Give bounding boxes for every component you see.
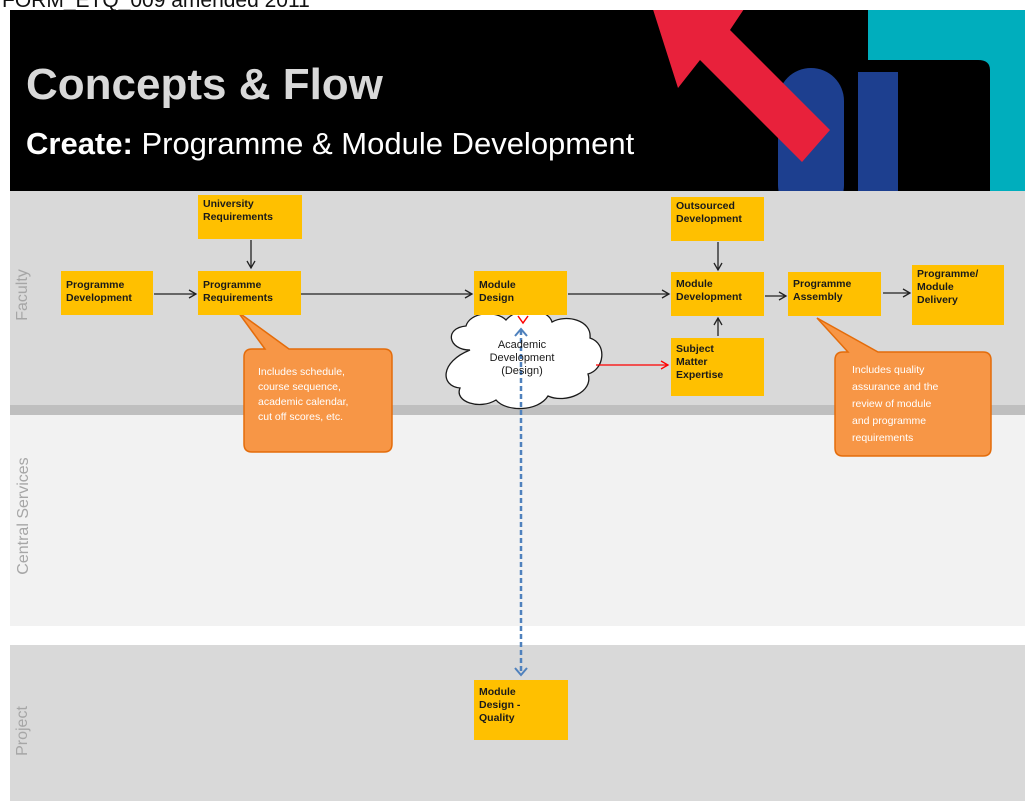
- banner-graphic: [653, 10, 1025, 191]
- box-line: Outsourced: [676, 200, 735, 212]
- callout-line: cut off scores, etc.: [258, 411, 344, 423]
- cloud-line: Development: [489, 352, 555, 364]
- box-line: University: [203, 198, 254, 210]
- callout-line: review of module: [852, 398, 932, 410]
- box-line: Module: [479, 279, 516, 291]
- document-header: FORM_ETQ_009 amended 2011: [2, 0, 310, 12]
- box-line: Design: [479, 292, 515, 304]
- banner-red-arrow: [653, 10, 830, 162]
- box-line: Module: [676, 278, 713, 290]
- cloud-line: (Design): [501, 365, 543, 377]
- banner-blue-bar: [858, 72, 898, 191]
- callout-line: course sequence,: [258, 381, 341, 393]
- box-line: Module: [917, 281, 954, 293]
- callout-line: assurance and the: [852, 381, 939, 393]
- box-module-development: Module Development: [671, 272, 764, 316]
- box-module-design: Module Design: [474, 271, 567, 315]
- box-line: Development: [66, 292, 132, 304]
- callout-requirements-text: Includes schedule, course sequence, acad…: [258, 365, 388, 425]
- box-line: Development: [676, 213, 742, 225]
- box-programme-module-delivery: Programme/ Module Delivery: [912, 265, 1004, 325]
- box-line: Matter: [676, 356, 708, 368]
- box-line: Quality: [479, 712, 515, 724]
- box-programme-development: Programme Development: [61, 271, 153, 315]
- box-outsourced-development: Outsourced Development: [671, 197, 764, 241]
- subtitle-prefix: Create:: [26, 126, 133, 161]
- box-programme-assembly: Programme Assembly: [788, 272, 881, 316]
- callout-line: Includes quality: [852, 364, 925, 376]
- box-line: Development: [676, 291, 742, 303]
- box-line: Module: [479, 686, 516, 698]
- box-programme-requirements: Programme Requirements: [198, 271, 301, 315]
- box-subject-matter-expertise: Subject Matter Expertise: [671, 338, 764, 396]
- box-module-design-quality: Module Design - Quality: [474, 680, 568, 740]
- box-line: Requirements: [203, 292, 274, 304]
- callout-assembly-text: Includes quality assurance and the revie…: [852, 362, 987, 447]
- box-line: Design -: [479, 699, 521, 711]
- callout-line: Includes schedule,: [258, 366, 345, 378]
- box-line: Programme: [66, 279, 125, 291]
- box-line: Programme/: [917, 268, 979, 280]
- callout-line: requirements: [852, 432, 914, 444]
- box-line: Requirements: [203, 211, 274, 223]
- box-university-requirements: University Requirements: [198, 195, 302, 239]
- title-banner: Concepts & Flow Create: Programme & Modu…: [10, 10, 1025, 191]
- red-mark-module-design: [517, 315, 529, 325]
- callout-assembly-shape: [816, 317, 992, 457]
- callout-line: and programme: [852, 415, 927, 427]
- page-title: Concepts & Flow: [26, 60, 383, 109]
- box-line: Programme: [203, 279, 262, 291]
- callout-requirements-shape: [237, 311, 393, 453]
- box-line: Programme: [793, 278, 852, 290]
- box-line: Delivery: [917, 294, 958, 306]
- banner-teal-hook: [868, 10, 1025, 191]
- cloud-line: Academic: [497, 339, 547, 351]
- box-line: Assembly: [793, 291, 843, 303]
- box-line: Subject: [676, 343, 714, 355]
- callout-line: academic calendar,: [258, 396, 349, 408]
- page-subtitle: Create: Programme & Module Development: [26, 124, 634, 164]
- cloud-label: Academic Development (Design): [456, 339, 588, 378]
- box-line: Expertise: [676, 369, 724, 381]
- subtitle-text: Programme & Module Development: [132, 126, 635, 161]
